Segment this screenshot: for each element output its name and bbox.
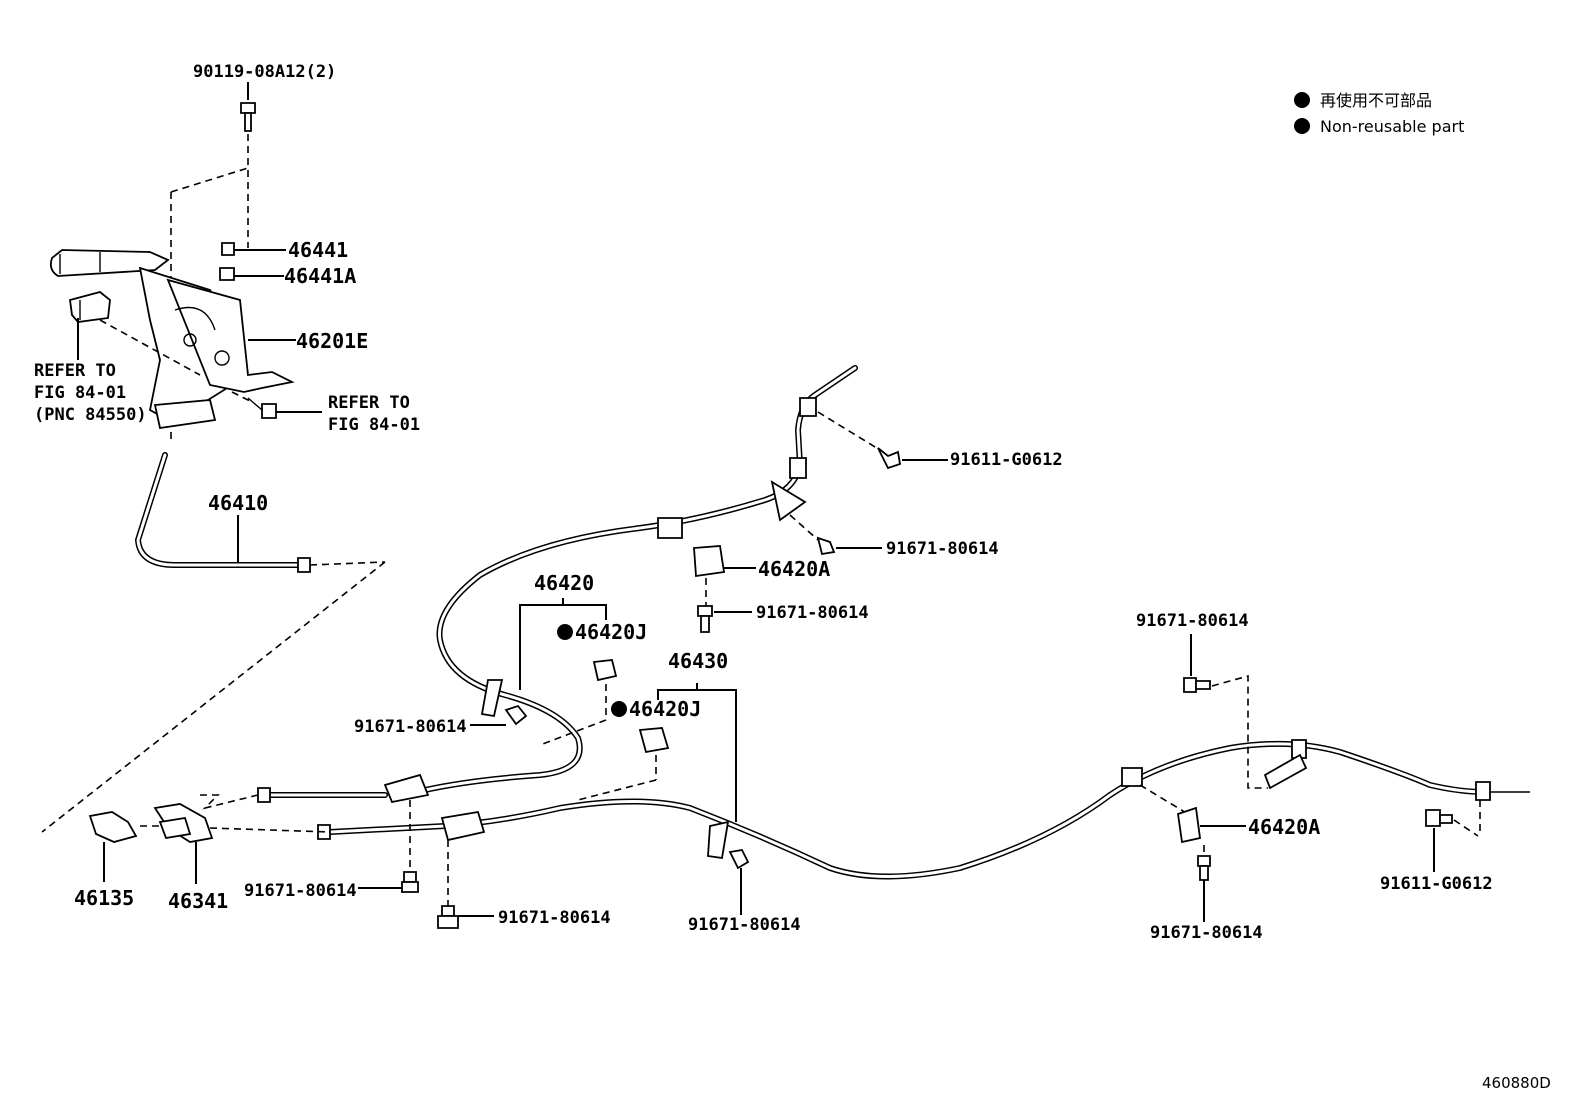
- label-46420: 46420: [534, 571, 594, 595]
- label-46341: 46341: [168, 889, 228, 913]
- label-46420a-right: 46420A: [1248, 815, 1320, 839]
- legend-item-jp: 再使用不可部品: [1320, 91, 1432, 110]
- bolt-91611-right: [1425, 800, 1481, 872]
- cable-46430: [317, 739, 1530, 880]
- label-46410: 46410: [208, 491, 268, 515]
- label-91671-80614-e: 91671-80614: [498, 908, 611, 928]
- label-91671-80614-c: 91671-80614: [354, 717, 467, 737]
- diagram-code: 460880D: [1482, 1074, 1551, 1092]
- bolt-91671-right-top: [1183, 674, 1268, 789]
- parking-brake-lever-assembly: [49, 167, 295, 440]
- label-46441: 46441: [288, 238, 348, 262]
- refer-right-line2: FIG 84-01: [328, 415, 420, 435]
- label-91611-g0612-right: 91611-G0612: [1380, 874, 1493, 894]
- label-46135: 46135: [74, 886, 134, 910]
- label-90119-08a12: 90119-08A12(2): [193, 62, 336, 82]
- label-91671-80614-d: 91671-80614: [244, 881, 357, 901]
- refer-right-line1: REFER TO: [328, 393, 410, 413]
- label-91611-g0612-top: 91611-G0612: [950, 450, 1063, 470]
- label-46201e: 46201E: [296, 329, 368, 353]
- legend-item-en: Non-reusable part: [1320, 117, 1464, 136]
- non-reusable-bullet-icon: [1294, 92, 1310, 108]
- cable-46420: [257, 365, 858, 804]
- label-46420j-1: 46420J: [575, 620, 647, 644]
- bolt-91671-c: [504, 704, 528, 726]
- part-46135: [88, 811, 138, 882]
- label-46430: 46430: [668, 649, 728, 673]
- legend: 再使用不可部品 Non-reusable part: [1294, 91, 1464, 136]
- clip-46420j-1: [539, 659, 618, 746]
- clip-46420a-top: [693, 545, 726, 633]
- clip-46420a-right: [1139, 784, 1211, 922]
- label-91671-80614-mid: 91671-80614: [688, 915, 801, 935]
- label-46420a-top: 46420A: [758, 557, 830, 581]
- bolt-91671-e: [437, 840, 459, 929]
- label-91671-80614-a: 91671-80614: [886, 539, 999, 559]
- refer-left-line1: REFER TO: [34, 361, 116, 381]
- clip-46420j-2: [577, 727, 670, 801]
- refer-left-line2: FIG 84-01: [34, 383, 126, 403]
- bolt-91671-a: [789, 514, 836, 556]
- label-46420j-2: 46420J: [629, 697, 701, 721]
- front-cable-46410: [41, 452, 386, 833]
- non-reusable-bullet-icon: [1294, 118, 1310, 134]
- label-46441a: 46441A: [284, 264, 356, 288]
- label-91671-80614-b: 91671-80614: [756, 603, 869, 623]
- non-reusable-46420j-1-icon: [557, 624, 573, 640]
- non-reusable-46420j-2-icon: [611, 701, 627, 717]
- bolt-90119: [240, 82, 256, 248]
- label-91671-80614-right-top: 91671-80614: [1136, 611, 1249, 631]
- bolt-91671-d: [401, 800, 419, 893]
- bolt-91611-top: [817, 411, 902, 470]
- label-91671-80614-right-bottom: 91671-80614: [1150, 923, 1263, 943]
- bolt-91671-mid: [728, 849, 750, 915]
- part-46341: [153, 803, 214, 884]
- refer-left-line3: (PNC 84550): [34, 405, 147, 425]
